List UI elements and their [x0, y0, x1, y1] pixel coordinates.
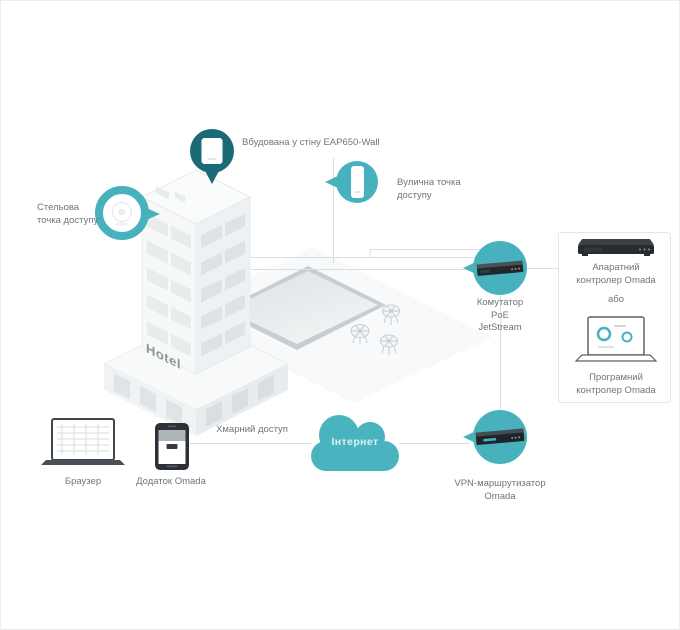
outdoor-access-point-icon [351, 166, 364, 198]
pool-terrace [175, 247, 492, 403]
or-label: або [607, 294, 625, 305]
cloud-access-label: Хмарний доступ [216, 424, 288, 435]
network-cables [190, 158, 558, 444]
vpn-router-label: VPN-маршрутизатор Omada [454, 478, 546, 502]
hardware-controller-label: Апаратний контролер Omada [576, 262, 656, 286]
poe-switch-callout [463, 241, 527, 295]
internet-cloud-icon [311, 415, 399, 471]
poe-switch-icon [476, 260, 524, 276]
hotel-building-illustration: Hotel [102, 169, 290, 436]
cable-building-to-switch-3 [369, 249, 483, 257]
wall-access-point-callout [190, 129, 234, 184]
outdoor-ap-label: Вулична точка доступу [397, 177, 461, 201]
software-controller-label: Програмний контролер Omada [576, 372, 656, 396]
browser-laptop-icon [41, 418, 125, 465]
omada-app-phone-icon [155, 423, 189, 470]
ceiling-access-point-icon [112, 202, 132, 226]
outdoor-access-point-callout [325, 161, 378, 203]
hardware-controller-icon [578, 239, 654, 256]
poe-switch-label: Комутатор PoE JetStream [476, 297, 524, 333]
vpn-router-icon [475, 428, 525, 445]
browser-label: Браузер [64, 476, 102, 487]
controller-options-box [558, 232, 671, 403]
omada-app-label: Додаток Omada [136, 476, 206, 487]
ceiling-access-point-callout [95, 186, 160, 240]
internet-label: Інтернет [331, 436, 379, 448]
software-controller-laptop-icon [574, 316, 658, 362]
umbrella-icon [350, 324, 370, 345]
terrace-umbrellas [350, 304, 400, 355]
umbrella-icon [380, 334, 398, 355]
wall-access-point-icon [201, 138, 223, 164]
vpn-router-callout [463, 410, 527, 464]
wall-ap-label: Вбудована у стіну EAP650-Wall [242, 137, 380, 148]
umbrella-icon [382, 304, 400, 325]
ceiling-ap-label: Стельова точка доступу [37, 202, 99, 226]
